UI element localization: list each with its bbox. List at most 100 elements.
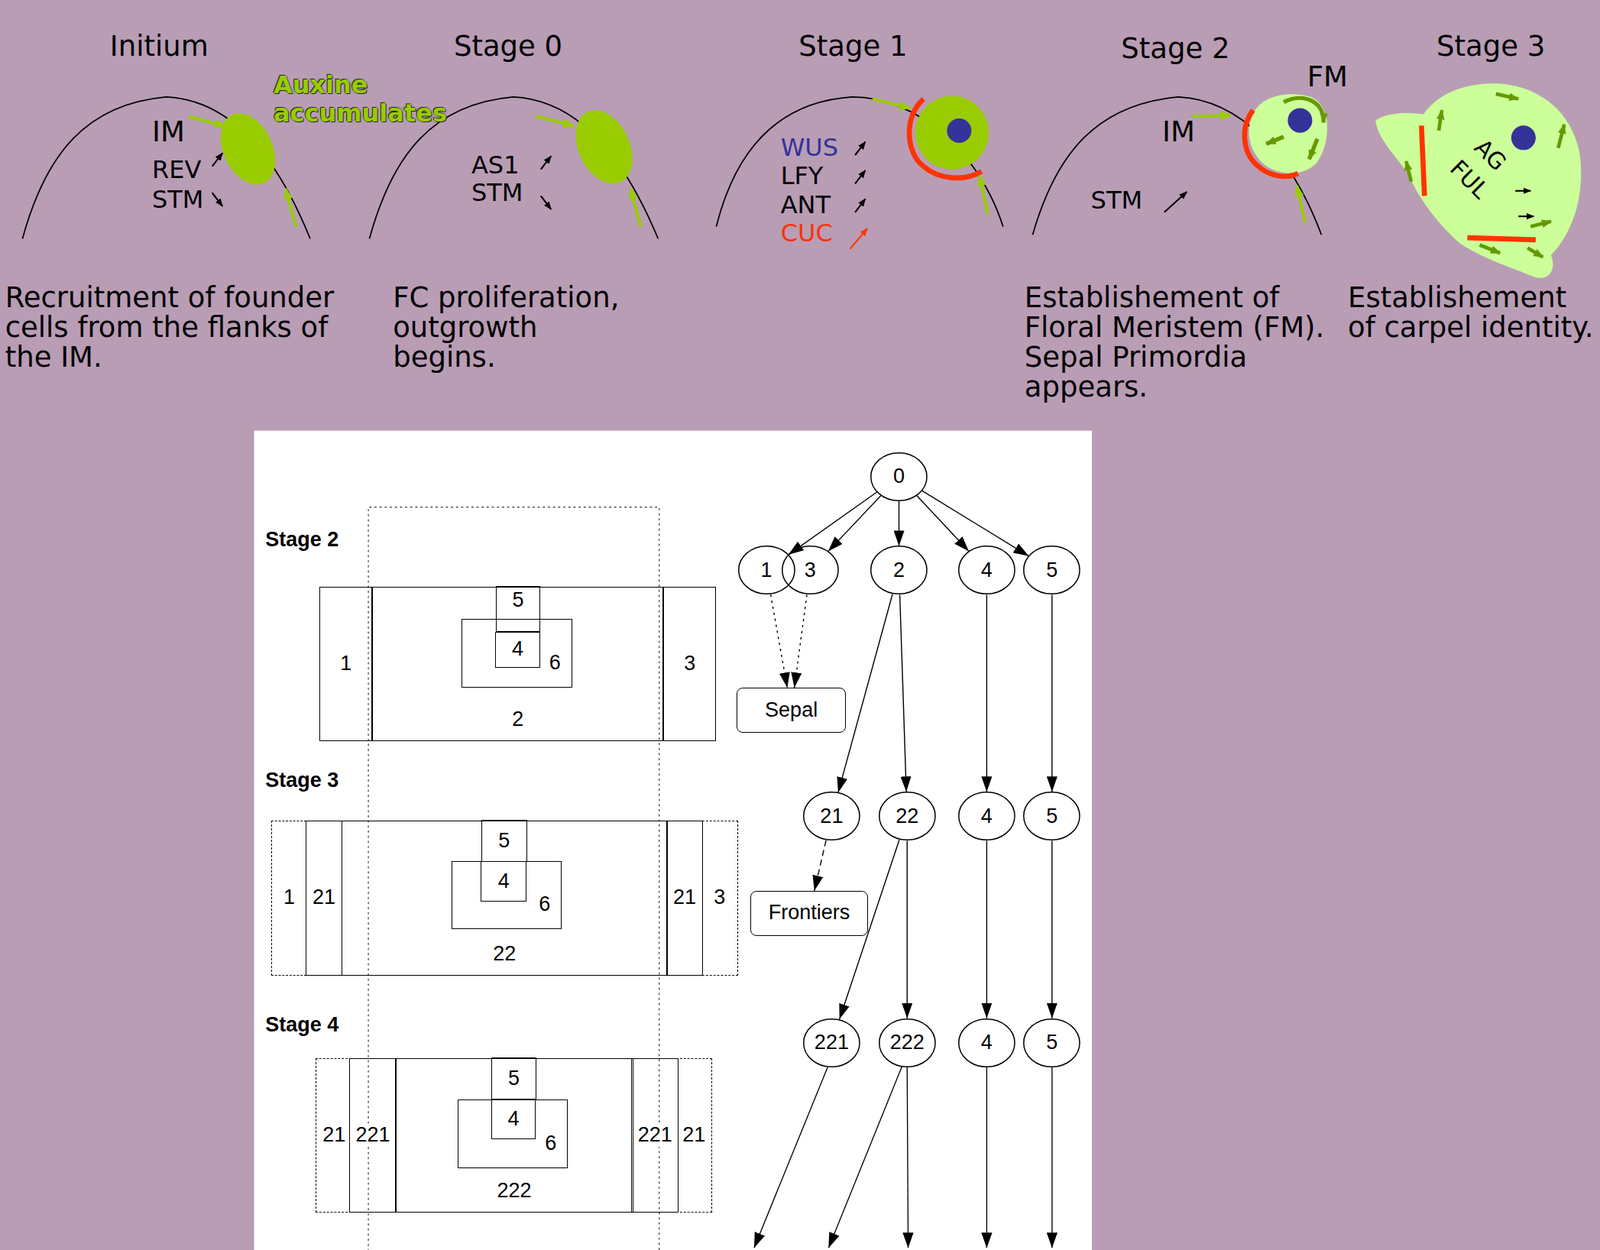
gene-label: REV — [152, 157, 201, 184]
tree-node: 2 — [870, 545, 928, 595]
node-label: 5 — [1044, 805, 1060, 829]
region-box: 3 — [663, 586, 716, 742]
auxin-arrow — [285, 188, 296, 227]
tree-connector — [839, 839, 900, 1020]
stage-label: Stage 2 — [265, 528, 339, 551]
node-label: Frontiers — [767, 901, 852, 925]
panel-background — [254, 430, 1092, 1250]
node-label: 21 — [680, 1123, 707, 1147]
ellipse-shape — [803, 1019, 860, 1068]
continuation-arrow — [986, 1067, 988, 1248]
tree-node: 22 — [878, 791, 937, 841]
tree-node: 4 — [958, 791, 1016, 841]
tree-node: 221 — [803, 1018, 861, 1068]
node-label: 1 — [281, 886, 297, 910]
region-box: 46 — [457, 1099, 568, 1168]
region-box: 21 — [676, 1058, 713, 1213]
flux-arrow — [1557, 124, 1565, 149]
region-label: IM — [152, 117, 185, 148]
continuation-arrows — [754, 1066, 1053, 1249]
expression-arrows — [212, 142, 1534, 217]
tree-connector — [986, 840, 988, 1018]
gene-label: AS1 — [471, 152, 520, 179]
node-label: 5 — [496, 829, 512, 853]
region-box: 54622 — [341, 820, 668, 976]
tree-connector — [828, 495, 881, 552]
node-label: 5 — [510, 589, 525, 613]
meristem-outlines — [22, 97, 1322, 240]
region-box: 221 — [631, 1058, 679, 1213]
node-label: 221 — [354, 1123, 392, 1147]
tree-node: 5 — [1023, 791, 1081, 841]
tree-connector — [788, 492, 878, 555]
dotted-frame — [368, 507, 660, 1250]
gene-label: WUS — [780, 135, 839, 162]
tree-node: 4 — [958, 1018, 1016, 1068]
flux-arrow — [1530, 221, 1552, 227]
node-label: 3 — [803, 559, 818, 583]
node-label: 221 — [812, 1031, 851, 1055]
auxin-zone — [564, 100, 644, 193]
node-label: 4 — [979, 1031, 995, 1055]
node-label: 22 — [893, 805, 920, 829]
boundary-line — [1467, 237, 1536, 240]
tree-node: 3 — [781, 545, 839, 595]
ellipse-shape — [871, 546, 927, 595]
node-label: 0 — [891, 465, 907, 489]
node-label: 2 — [891, 559, 907, 583]
ellipse-shape — [958, 792, 1015, 841]
node-label: 21 — [671, 886, 698, 910]
region-box: 5 — [495, 586, 541, 632]
node-label: 222 — [888, 1031, 927, 1055]
region-box: 5 46 222 — [395, 1058, 634, 1213]
ellipse-shape — [958, 1019, 1015, 1068]
tree-connector — [906, 840, 908, 1018]
up-arrow — [1164, 191, 1187, 213]
flux-arrow — [1527, 248, 1543, 258]
stage-label: Stage 3 — [265, 769, 339, 791]
auxin-note: Auxine accumulates — [273, 71, 447, 128]
node-label: 5 — [506, 1067, 522, 1091]
node-label: 1 — [338, 652, 354, 676]
ellipse-shape — [958, 546, 1015, 595]
continuation-arrow — [906, 1067, 908, 1248]
stage-title: Stage 1 — [798, 32, 907, 62]
region-box: 1 — [271, 820, 306, 976]
ellipse-shape — [803, 792, 860, 841]
stage-title: Stage 2 — [1120, 34, 1230, 65]
boundary-line — [1421, 125, 1425, 196]
auxin-arrow — [188, 116, 226, 127]
ellipse-shape — [1023, 792, 1080, 841]
region-box: 21 — [315, 1058, 352, 1213]
gene-label: STM — [152, 187, 204, 214]
tree-node: 1 — [738, 545, 796, 595]
ellipse-shape — [1023, 1019, 1080, 1068]
tree-connector — [838, 594, 893, 793]
region-box: 221 — [349, 1058, 397, 1213]
up-arrow — [855, 198, 865, 212]
node-label: 222 — [495, 1179, 534, 1203]
right-arrow — [1518, 215, 1534, 218]
region-label: IM — [1162, 117, 1196, 148]
up-arrow — [855, 142, 865, 156]
tree-box: Frontiers — [750, 890, 869, 937]
wus-dot — [946, 118, 972, 143]
ellipse-shape — [879, 792, 936, 841]
continuation-arrow — [1051, 1067, 1053, 1248]
node-label: 4 — [979, 559, 995, 583]
region-box: 1 — [319, 586, 373, 742]
tree-connector — [770, 594, 788, 688]
floral-meristem — [1249, 93, 1328, 173]
node-label: 21 — [310, 886, 337, 910]
meristem-dome — [22, 97, 311, 240]
node-label: Sepal — [763, 699, 820, 723]
tree-connector — [1051, 595, 1053, 793]
auxin-arrow — [1296, 185, 1306, 223]
node-label: 4 — [496, 870, 512, 894]
ellipse-shape — [1023, 546, 1080, 595]
continuation-arrow — [828, 1066, 902, 1249]
caption: Recruitment of founder cells from the fl… — [5, 283, 346, 373]
gene-label: ANT — [780, 192, 831, 219]
gynoecium — [1375, 83, 1581, 279]
